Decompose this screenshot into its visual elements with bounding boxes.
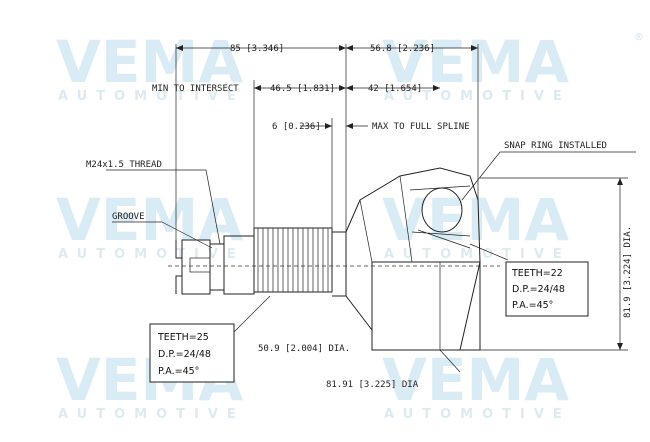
label-thread: M24x1.5 THREAD (86, 160, 162, 170)
bell-inner (359, 175, 413, 263)
spline-teeth (257, 228, 329, 292)
watermark-top-left: VEMA AUTOMOTIVE (56, 28, 245, 104)
label-outer-dia: 81.91 [3.225] DIA (326, 380, 419, 390)
outer-spec-frame (149, 323, 235, 383)
inner-teeth: TEETH=22 (511, 268, 563, 279)
registered-mark: ® (634, 32, 644, 43)
watermark-brand: VEMA (382, 346, 569, 414)
watermark-mid-right: VEMA AUTOMOTIVE (382, 186, 571, 262)
watermark-sub: AUTOMOTIVE (384, 89, 571, 104)
arrowheads (176, 45, 623, 350)
inner-spec-box: TEETH=22 D.P.=24/48 P.A.=45° (505, 261, 589, 317)
outer-teeth: TEETH=25 (157, 332, 209, 343)
snap-leader (461, 151, 501, 201)
inner-dp: D.P.=24/48 (512, 284, 565, 295)
label-seal-dia: 50.9 [2.004] DIA. (258, 344, 350, 354)
watermark-brand: VEMA (56, 186, 243, 254)
inner-leader (469, 243, 509, 261)
outer-leader (439, 349, 461, 373)
part-outline (168, 167, 500, 351)
inner-pa: P.A.=45° (512, 300, 553, 311)
thread-leader (205, 169, 221, 245)
watermark-brand: VEMA (56, 28, 243, 96)
outer-pa: P.A.=45° (158, 366, 199, 377)
dimension-labels: 85 [3.346] 56.8 [2.236] MIN TO INTERSECT… (86, 44, 633, 390)
watermark-brand: VEMA (382, 28, 569, 96)
watermark-bottom-right: VEMA AUTOMOTIVE (382, 346, 571, 422)
inner-spec-frame (505, 261, 589, 317)
watermark-sub: AUTOMOTIVE (384, 247, 571, 262)
cage-lines (409, 185, 471, 249)
watermark-brand: VEMA (382, 186, 569, 254)
label-side-dia: 81.9 [3.224] DIA. (623, 226, 633, 318)
watermark-sub: AUTOMOTIVE (58, 89, 245, 104)
bell-bottom (345, 261, 481, 351)
bell-body (371, 261, 481, 351)
label-max-spline: MAX TO FULL SPLINE (372, 122, 470, 132)
label-spline-gap: 6 [0.236] (272, 122, 321, 132)
groove-leader (161, 221, 213, 249)
label-groove: GROOVE (112, 212, 145, 222)
label-overall-len: 85 [3.346] (230, 44, 284, 54)
label-min-intersect: MIN TO INTERSECT (152, 84, 239, 94)
label-bell-inner: 42 [1.654] (368, 84, 422, 94)
watermark-group: VEMA AUTOMOTIVE VEMA AUTOMOTIVE ® VEMA A… (56, 28, 644, 422)
label-snap-ring: SNAP RING INSTALLED (504, 141, 607, 151)
neck (332, 231, 347, 297)
teeth-leader (231, 295, 271, 335)
watermark-mid-left: VEMA AUTOMOTIVE (56, 186, 245, 262)
label-bell-len: 56.8 [2.236] (370, 44, 435, 54)
watermark-sub: AUTOMOTIVE (58, 247, 245, 262)
watermark-sub: AUTOMOTIVE (58, 407, 245, 422)
watermark-sub: AUTOMOTIVE (384, 407, 571, 422)
outer-spec-box: TEETH=25 D.P.=24/48 P.A.=45° (149, 323, 235, 383)
watermark-top-right: VEMA AUTOMOTIVE ® (382, 28, 644, 104)
dimension-lines (106, 44, 636, 373)
outer-dp: D.P.=24/48 (158, 349, 211, 360)
label-intersect-val: 46.5 [1.831] (270, 84, 335, 94)
